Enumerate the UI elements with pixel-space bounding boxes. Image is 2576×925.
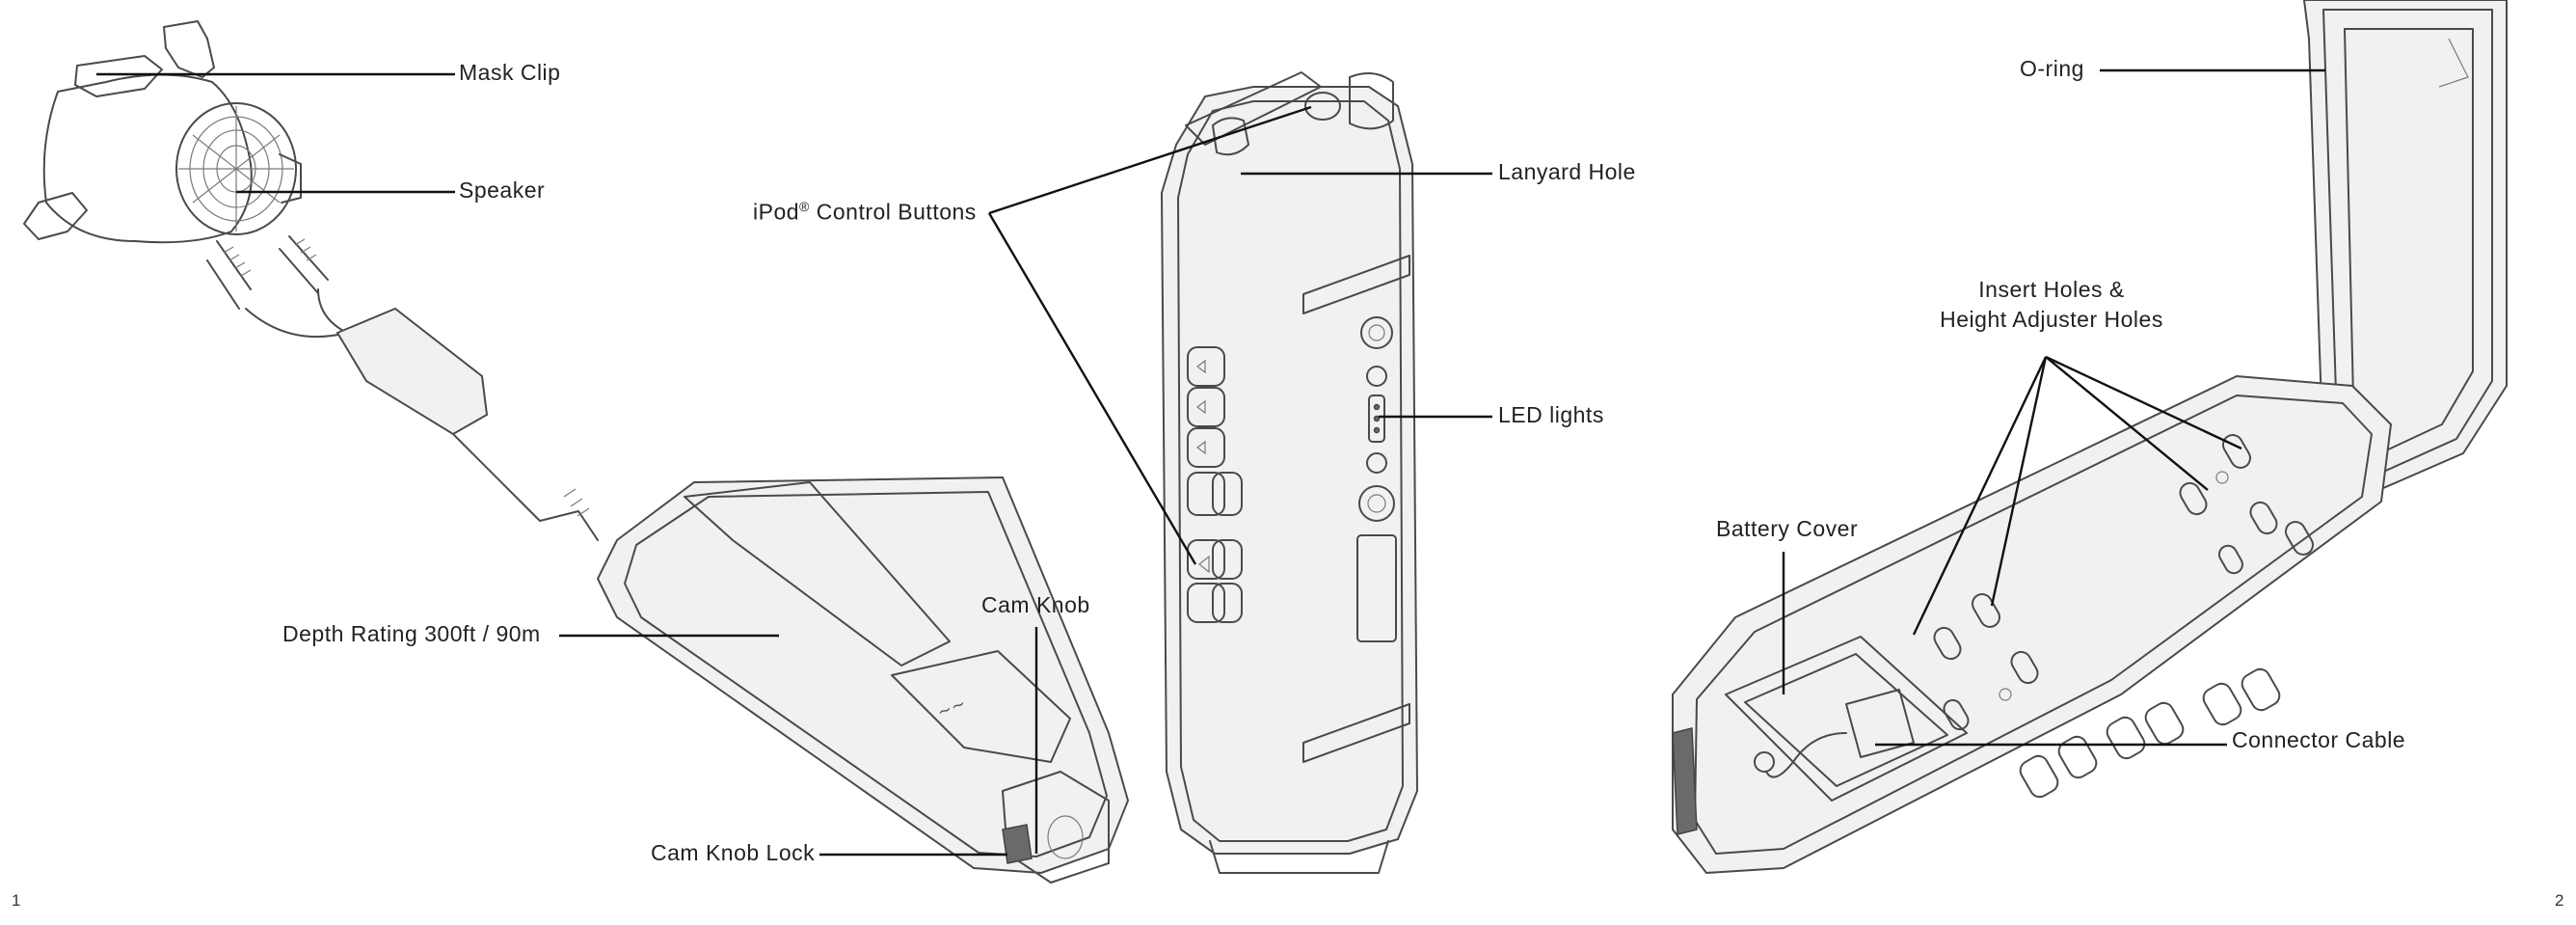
label-cam-knob-lock: Cam Knob Lock <box>651 840 816 865</box>
label-o-ring: O-ring <box>2020 56 2084 81</box>
label-insert-holes-line2: Height Adjuster Holes <box>1940 307 2163 332</box>
label-insert-holes-line1: Insert Holes & <box>1978 277 2125 302</box>
label-cam-knob: Cam Knob <box>981 592 1090 617</box>
label-battery-cover: Battery Cover <box>1716 516 1859 541</box>
housing-side-drawing: ~~ <box>596 476 1130 884</box>
label-speaker: Speaker <box>459 177 546 203</box>
label-insert-holes: Insert Holes & Height Adjuster Holes <box>1936 277 2167 333</box>
open-housing-drawing <box>1672 0 2508 875</box>
leader-ipod-buttons-b <box>987 212 1197 565</box>
control-button-stack <box>1187 346 1243 623</box>
leader-insert-holes-b <box>1990 356 2048 607</box>
leader-insert-holes-c <box>2045 356 2209 491</box>
headset-drawing <box>23 20 599 541</box>
page-number-right: 2 <box>2555 891 2564 910</box>
label-mask-clip: Mask Clip <box>459 60 561 85</box>
label-ipod-prefix: iPod <box>753 199 800 225</box>
label-depth-rating: Depth Rating 300ft / 90m <box>282 621 541 646</box>
leader-lines <box>96 68 2325 857</box>
leader-insert-holes-d <box>2045 355 2242 450</box>
housing-front-drawing <box>1160 71 1419 874</box>
label-ipod-suffix: Control Buttons <box>809 199 977 225</box>
page-number-left: 1 <box>12 891 21 910</box>
label-connector-cable: Connector Cable <box>2232 727 2406 752</box>
label-ipod-control-buttons: iPod® Control Buttons <box>753 199 977 226</box>
leader-insert-holes-a <box>1912 356 2048 636</box>
label-ipod-registered-mark: ® <box>799 199 810 214</box>
speaker-grill <box>175 102 297 235</box>
label-lanyard-hole: Lanyard Hole <box>1498 159 1636 184</box>
leader-ipod-buttons-a <box>988 105 1312 215</box>
label-led-lights: LED lights <box>1498 402 1604 427</box>
